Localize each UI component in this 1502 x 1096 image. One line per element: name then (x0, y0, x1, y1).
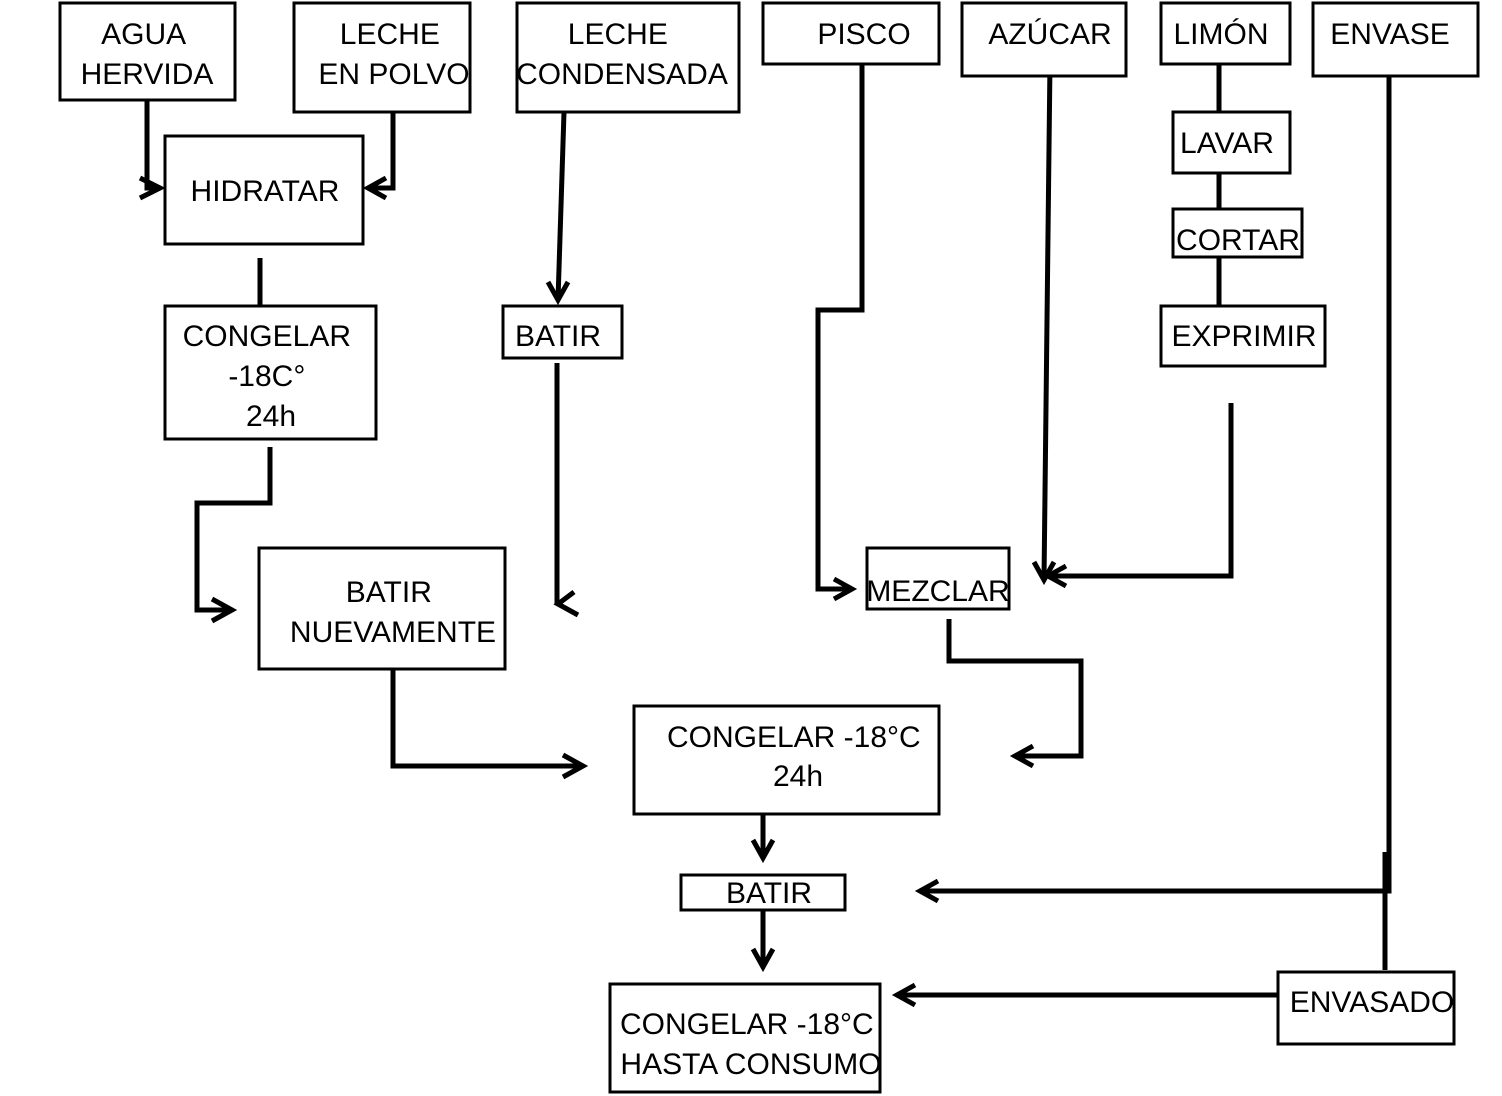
node-leche-en-polvo: LECHE EN POLVO (292, 1, 472, 114)
node-label-line: EXPRIMIR (1171, 320, 1316, 353)
node-label-line: CONGELAR -18°C (620, 1008, 874, 1041)
connector-leche-polvo-to-hidratar (368, 100, 396, 191)
node-label-line: AZÚCAR (988, 18, 1111, 51)
svg-text:LECHE CONDENSADA: LECHE CONDENSADA (516, 18, 728, 91)
svg-text:AZÚCAR: AZÚCAR (988, 18, 1111, 51)
node-batir-nuevamente: BATIR NUEVAMENTE (257, 546, 507, 671)
node-label-line: HIDRATAR (191, 175, 340, 208)
svg-text:CONGELAR -18°C 24h: CONGELAR -18°C 24h (667, 721, 929, 793)
node-label-line: ENVASADO (1290, 986, 1455, 1019)
node-label-line: HERVIDA (81, 58, 214, 91)
svg-text:MEZCLAR: MEZCLAR (866, 575, 1009, 608)
node-mezclar: MEZCLAR (865, 546, 1011, 611)
svg-text:LECHE EN POLVO: LECHE EN POLVO (318, 18, 469, 91)
arrowhead-batir-to-congelar-final (750, 947, 776, 973)
node-batir-final: BATIR (679, 873, 847, 912)
svg-text:LAVAR: LAVAR (1180, 127, 1274, 160)
arrowhead-exprimir-to-mezclar (1042, 563, 1068, 589)
node-label-line: NUEVAMENTE (290, 616, 496, 649)
node-lavar: LAVAR (1171, 110, 1292, 175)
node-label-line: CORTAR (1176, 224, 1300, 257)
node-batir-condensada: BATIR (501, 304, 624, 360)
node-label-line: BATIR (346, 576, 432, 609)
node-label-line: 24h (773, 760, 823, 793)
svg-text:BATIR NUEVAMENTE: BATIR NUEVAMENTE (290, 576, 496, 649)
svg-text:ENVASADO: ENVASADO (1290, 986, 1455, 1019)
connector-pisco-to-mezclar (815, 62, 865, 592)
node-congelar-hasta-consumo: CONGELAR -18°C HASTA CONSUMO (608, 982, 882, 1094)
node-label-line: BATIR (726, 877, 812, 910)
svg-text:HIDRATAR: HIDRATAR (191, 175, 340, 208)
connector-envase-to-batir (920, 62, 1392, 894)
arrowhead-envase-to-batir (914, 878, 940, 904)
svg-text:PISCO: PISCO (817, 18, 910, 51)
connector-congelar-to-batir-nuevamente (194, 447, 273, 613)
arrowhead-batir-nuevamente-to-congelar (561, 752, 589, 780)
svg-text:LIMÓN: LIMÓN (1173, 18, 1268, 51)
node-exprimir: EXPRIMIR (1159, 304, 1327, 368)
arrowhead-congelar-to-batir-nuevamente (210, 596, 238, 624)
arrowhead-batir-down (553, 590, 580, 618)
node-label-line: LECHE (340, 18, 440, 51)
node-congelar-24h-mezcla: CONGELAR -18°C 24h (632, 704, 941, 816)
arrowhead-leche-condensada-to-batir (545, 280, 571, 306)
node-label-line: LAVAR (1180, 127, 1274, 160)
svg-text:CONGELAR -18°C HASTA CON: CONGELAR -18°C HASTA CONSUMO (620, 1008, 882, 1081)
node-label-line: CONGELAR (183, 320, 351, 353)
svg-text:EXPRIMIR: EXPRIMIR (1171, 320, 1316, 353)
node-label-line: BATIR (515, 320, 601, 353)
node-label-line: EN POLVO (318, 58, 469, 91)
node-envasado: ENVASADO (1276, 970, 1456, 1046)
node-congelar-24h-base: CONGELAR -18C° 24h (163, 304, 378, 441)
connector-batir-nuevamente-to-congelar (390, 660, 583, 769)
connector-mezclar-to-congelar (946, 619, 1084, 759)
node-label-line: 24h (246, 400, 296, 433)
connector-azucar-to-mezclar (1041, 61, 1053, 581)
node-cortar: CORTAR (1171, 207, 1304, 259)
arrowhead-envasado-to-congelar-final (891, 982, 917, 1008)
node-label-line: LIMÓN (1173, 18, 1268, 51)
arrowhead-leche-polvo-to-hidratar (362, 175, 388, 201)
connector-exprimir-to-mezclar (1048, 403, 1234, 579)
node-label-line: HASTA CONSUMO (620, 1048, 881, 1081)
node-label-line: PISCO (817, 18, 910, 51)
arrowhead-mezclar-to-congelar (1009, 743, 1035, 769)
node-label-line: LECHE (568, 18, 668, 51)
node-label-line: -18C° (228, 360, 305, 393)
connector-leche-condensada-to-batir (555, 111, 567, 301)
node-hidratar: HIDRATAR (163, 134, 365, 246)
node-label-line: AGUA (101, 18, 186, 51)
arrowhead-pisco-to-mezclar (832, 576, 858, 602)
arrowhead-congelar-to-batir (750, 838, 776, 864)
node-pisco: PISCO (761, 1, 941, 66)
node-limon: LIMÓN (1159, 1, 1292, 66)
node-envase: ENVASE (1311, 1, 1480, 78)
connectors (138, 61, 1392, 1008)
arrowhead-agua-to-hidratar (138, 175, 166, 201)
arrowhead-azucar-to-mezclar (1031, 560, 1057, 586)
node-agua-hervida: AGUA HERVIDA (58, 1, 237, 102)
connector-agua-to-hidratar (144, 100, 160, 191)
svg-text:BATIR: BATIR (515, 320, 601, 353)
node-label-line: CONGELAR -18°C (667, 721, 921, 754)
svg-text:AGUA HERVIDA: AGUA HERVIDA (81, 18, 214, 91)
svg-text:CORTAR: CORTAR (1176, 224, 1300, 257)
svg-text:BATIR: BATIR (726, 877, 812, 910)
node-azucar: AZÚCAR (960, 1, 1128, 78)
node-label-line: ENVASE (1330, 18, 1450, 51)
node-leche-condensada: LECHE CONDENSADA (515, 1, 741, 114)
node-label-line: MEZCLAR (866, 575, 1009, 608)
svg-text:ENVASE: ENVASE (1330, 18, 1450, 51)
svg-text:CONGELAR -18C° 24h: CONGELAR -18C° 24h (183, 320, 360, 433)
node-label-line: CONDENSADA (516, 58, 728, 91)
